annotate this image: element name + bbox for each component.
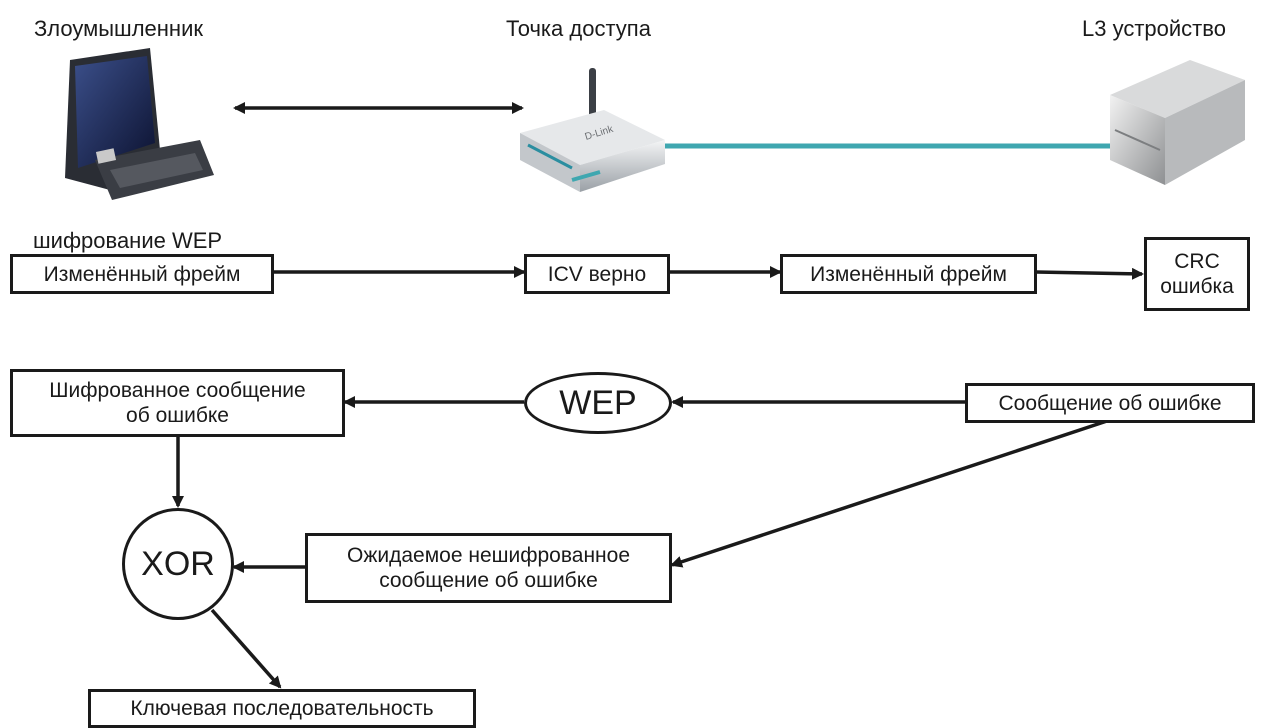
error-message-text: Сообщение об ошибке xyxy=(998,391,1222,415)
wep-text: WEP xyxy=(559,383,637,422)
crc-text: CRC xyxy=(1174,250,1220,273)
laptop-icon xyxy=(65,48,214,200)
modified-frame-box: Изменённый фрейм xyxy=(10,254,274,294)
icv-ok-box: ICV верно xyxy=(524,254,670,294)
crc-error-box: CRC ошибка xyxy=(1144,237,1250,311)
keystream-box: Ключевая последовательность xyxy=(88,689,476,728)
attacker-label: Злоумышленник xyxy=(34,16,203,41)
error-message-box: Сообщение об ошибке xyxy=(965,383,1255,423)
l3-device-icon xyxy=(1110,60,1245,185)
expected-message-line2: сообщение об ошибке xyxy=(379,569,598,592)
modified-frame-text: Изменённый фрейм xyxy=(43,262,241,286)
xor-node: XOR xyxy=(122,508,234,620)
arrow-frame-to-crc xyxy=(1035,267,1144,280)
modified-frame-box-2: Изменённый фрейм xyxy=(780,254,1037,294)
arrow-error-to-expected xyxy=(670,418,1111,568)
router-icon: D-Link xyxy=(520,68,665,192)
xor-text: XOR xyxy=(141,544,215,583)
wep-node: WEP xyxy=(524,372,672,434)
l3-device-label: L3 устройство xyxy=(1082,16,1226,41)
encryption-label: шифрование WEP xyxy=(33,228,223,253)
encrypted-message-line1: Шифрованное сообщение xyxy=(49,379,306,402)
expected-message-box: Ожидаемое нешифрованное сообщение об оши… xyxy=(305,533,672,603)
expected-message-line1: Ожидаемое нешифрованное xyxy=(347,544,630,567)
icv-ok-text: ICV верно xyxy=(547,262,647,286)
encrypted-message-box: Шифрованное сообщение об ошибке xyxy=(10,369,345,437)
crc-error-text: ошибка xyxy=(1160,275,1234,298)
arrow-xor-to-keystream xyxy=(210,608,282,689)
encrypted-message-line2: об ошибке xyxy=(126,404,229,427)
keystream-text: Ключевая последовательность xyxy=(130,697,434,720)
modified-frame-text-2: Изменённый фрейм xyxy=(810,262,1007,286)
access-point-label: Точка доступа xyxy=(506,16,651,41)
